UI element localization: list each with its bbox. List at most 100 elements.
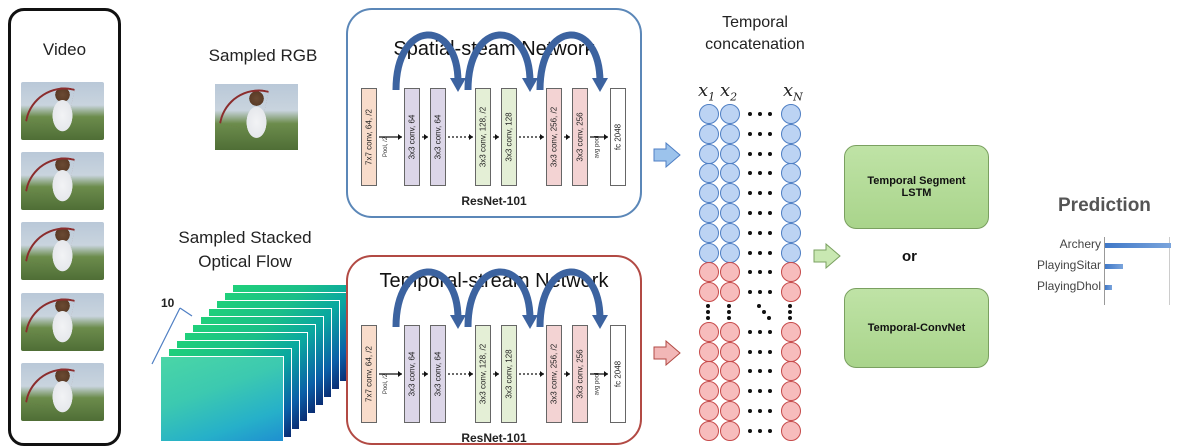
spatial-feature-node	[720, 203, 740, 223]
prediction-class-label: Archery	[1059, 237, 1101, 251]
spatial-forward-arrowhead	[566, 134, 570, 140]
spatial-feature-node	[781, 222, 801, 243]
ellipsis-dot	[748, 329, 752, 334]
ellipsis-dot	[767, 316, 771, 320]
temporal-feature-node	[720, 282, 740, 303]
ellipsis-dot	[768, 409, 772, 413]
concat-title-line2: concatenation	[705, 36, 805, 53]
temporal-forward-arrowhead	[398, 371, 402, 377]
video-frame	[21, 293, 104, 351]
ellipsis-dot	[768, 230, 772, 235]
ellipsis-dot	[768, 171, 772, 176]
ellipsis-dot	[758, 329, 762, 334]
spatial-connection-arrows	[379, 31, 608, 140]
ellipsis-dot	[758, 428, 762, 433]
temporal-skip-arrowhead	[592, 315, 608, 329]
prediction-gridline	[1169, 237, 1170, 305]
sampled-rgb-frame	[215, 84, 298, 150]
prediction-class-label: PlayingSitar	[1036, 258, 1101, 272]
spatial-feature-node	[781, 123, 801, 144]
ellipsis-dot	[758, 290, 762, 295]
spatial-layer-1: 3x3 conv, 64	[404, 88, 420, 186]
spatial-skip-arrowhead	[592, 78, 608, 92]
ellipsis-dot	[768, 329, 772, 334]
spatial-feature-node	[720, 143, 740, 164]
ellipsis-dot	[748, 428, 752, 433]
spatial-feature-node	[699, 123, 719, 144]
temporal-feature-node	[699, 420, 719, 441]
convnet-label: Temporal-ConvNet	[867, 322, 966, 334]
temporal-feature-node	[699, 341, 719, 362]
spatial-feature-node	[699, 163, 719, 184]
temporal-feature-node	[781, 321, 801, 342]
ellipsis-dot	[748, 369, 752, 374]
ellipsis-dot	[758, 250, 762, 255]
ellipsis-dot	[748, 409, 752, 413]
prediction-axis	[1104, 237, 1105, 305]
temporal-feature-node	[781, 341, 801, 362]
spatial-forward-arrowhead	[604, 134, 608, 140]
ellipsis-dot	[748, 112, 752, 116]
or-label: or	[902, 248, 917, 265]
sampled-rgb-title: Sampled RGB	[208, 46, 318, 65]
spatial-feature-node	[720, 183, 740, 204]
spatial-forward-arrowhead	[424, 134, 428, 140]
temporal-feature-node	[781, 361, 801, 382]
spatial-forward-arrowhead	[540, 134, 544, 140]
temporal-layer-7: fc 2048	[610, 325, 626, 423]
temporal-feature-node	[720, 401, 740, 421]
ellipsis-dot	[788, 304, 792, 308]
prediction-class-label: PlayingDhol	[1036, 279, 1101, 293]
temporal-segment-lstm-box: Temporal Segment LSTM	[844, 145, 989, 229]
spatial-feature-node	[781, 143, 801, 164]
temporal-forward-arrowhead	[495, 371, 499, 377]
ellipsis-dot	[768, 270, 772, 275]
ellipsis-dot	[768, 290, 772, 295]
ellipsis-dot	[768, 151, 772, 156]
temporal-layer-4: 3x3 conv, 128	[501, 325, 517, 423]
ellipsis-dot	[748, 290, 752, 295]
optical-flow-title-line1: Sampled Stacked	[178, 228, 312, 247]
temporal-forward-arrowhead	[540, 371, 544, 377]
spatial-forward-arrowhead	[495, 134, 499, 140]
ellipsis-dot	[727, 316, 731, 320]
temporal-feature-node	[720, 420, 740, 441]
spatial-feature-node	[781, 203, 801, 223]
ellipsis-dot	[706, 304, 710, 308]
ellipsis-dot	[758, 230, 762, 235]
ellipsis-dot	[768, 369, 772, 374]
temporal-backbone-label: ResNet-101	[461, 431, 527, 445]
ellipsis-dot	[748, 389, 752, 394]
temporal-feature-node	[699, 321, 719, 342]
spatial-backbone-label: ResNet-101	[461, 194, 527, 208]
ellipsis-dot	[748, 131, 752, 136]
spatial-forward-arrowhead	[398, 134, 402, 140]
ellipsis-dot	[768, 349, 772, 354]
spatial-feature-node	[720, 222, 740, 243]
temporal-skip-arrowhead	[522, 315, 538, 329]
spatial-layer-0: 7x7 conv, 64, /2	[361, 88, 377, 186]
video-panel	[8, 8, 121, 446]
temporal-layer-1: 3x3 conv, 64	[404, 325, 420, 423]
spatial-skip-connection	[536, 31, 604, 91]
spatial-feature-node	[699, 143, 719, 164]
temporal-layer-0: 7x7 conv, 64, /2	[361, 325, 377, 423]
temporal-skip-arrowhead	[450, 315, 466, 329]
concat-title-line1: Temporal	[722, 14, 788, 31]
spatial-skip-connection	[392, 31, 462, 91]
temporal-feature-node	[699, 381, 719, 402]
ellipsis-dot	[748, 349, 752, 354]
x1-label: x1	[698, 80, 716, 104]
temporal-to-concat-arrow	[653, 340, 681, 366]
spatial-feature-node	[781, 104, 801, 124]
stack-count-label: 10	[161, 296, 175, 310]
ellipsis-dot	[758, 171, 762, 176]
temporal-forward-arrowhead	[566, 371, 570, 377]
temporal-convnet-box: Temporal-ConvNet	[844, 288, 989, 368]
spatial-layer-4: 3x3 conv, 128	[501, 88, 517, 186]
ellipsis-dot	[727, 310, 731, 314]
spatial-feature-node	[720, 123, 740, 144]
spatial-feature-node	[781, 242, 801, 263]
video-frame	[21, 152, 104, 210]
temporal-feature-node	[781, 381, 801, 402]
